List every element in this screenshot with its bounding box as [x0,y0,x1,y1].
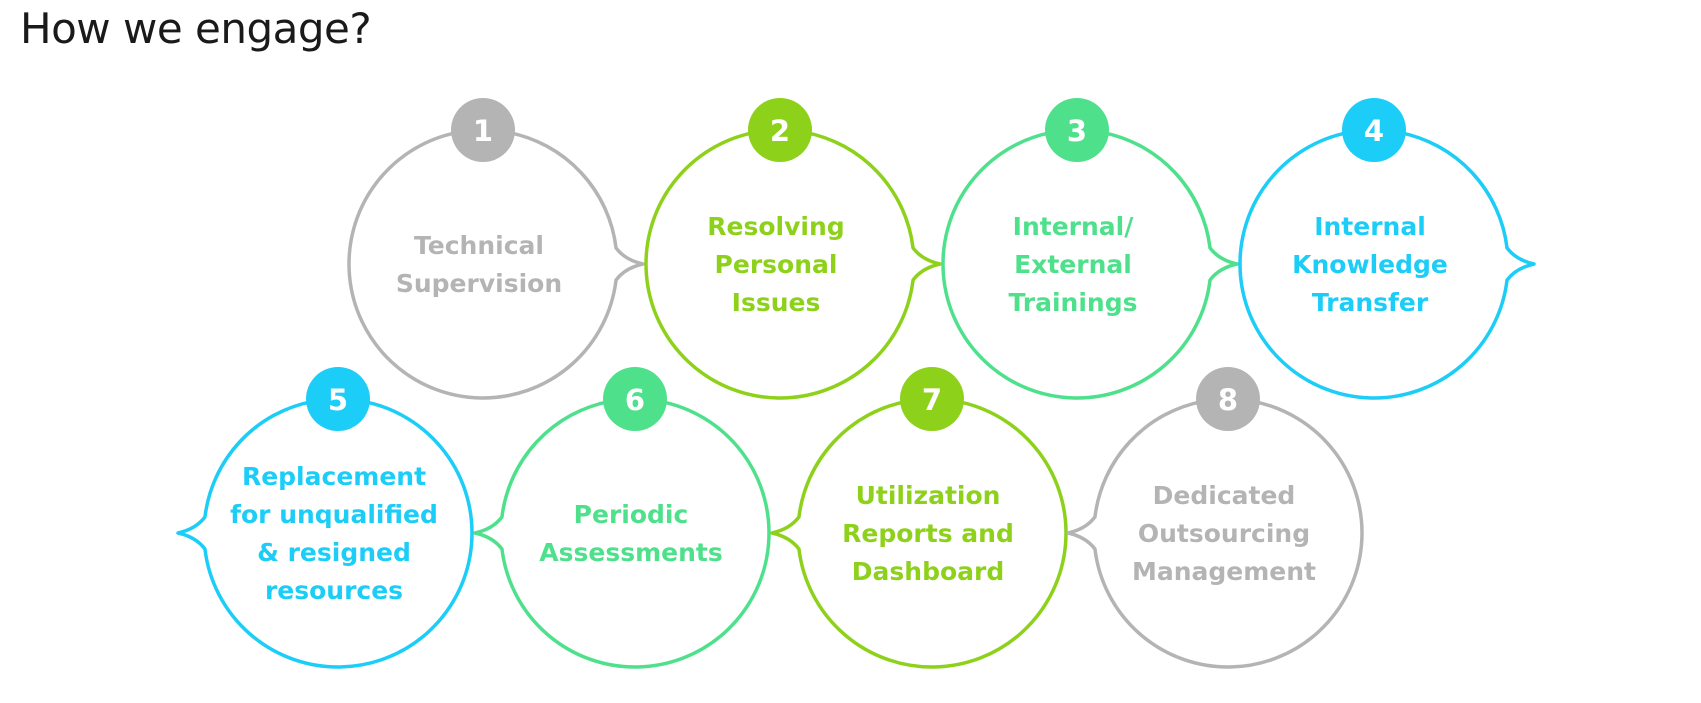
step-label-line: Trainings [1008,288,1137,317]
step-outline [1238,130,1536,400]
step-number-badge [603,367,667,431]
step-outline [770,399,1068,669]
step-number-badge [1342,98,1406,162]
step-outline [176,399,474,669]
step-label-line: Dashboard [852,557,1004,586]
step-number: 6 [625,383,645,417]
step-label-line: Issues [732,288,821,317]
step-label-line: Personal [715,250,838,279]
step-label-line: for unqualified [230,500,438,529]
step-label-line: Replacement [242,462,426,491]
step-number-badge [900,367,964,431]
step-label-line: Resolving [707,212,844,241]
step-outline [941,130,1239,400]
step-label-line: & resigned [257,538,411,567]
step-number-badge [306,367,370,431]
step-number-badge [1196,367,1260,431]
step-label-line: Internal/ [1013,212,1135,241]
step-outline [347,130,645,400]
step-label-line: External [1014,250,1132,279]
step-number: 2 [770,114,790,148]
step-number-badge [748,98,812,162]
step-label-line: Internal [1314,212,1426,241]
step-number: 7 [922,383,942,417]
step-label-line: Knowledge [1292,250,1448,279]
step-label-line: Assessments [539,538,722,567]
step-label-line: Periodic [574,500,689,529]
step-label-line: Reports and [842,519,1014,548]
step-number-badge [1045,98,1109,162]
step-label-line: Supervision [396,269,562,298]
step-label-line: Utilization [856,481,1001,510]
step-label-line: Outsourcing [1138,519,1310,548]
step-number: 4 [1364,114,1384,148]
step-number-badge [451,98,515,162]
step-label-line: Transfer [1312,288,1429,317]
step-label-line: Management [1132,557,1316,586]
step-number: 8 [1218,383,1238,417]
step-label-line: Dedicated [1153,481,1296,510]
step-number: 3 [1067,114,1087,148]
step-outline [473,399,771,669]
step-number: 5 [328,383,348,417]
step-label-line: resources [265,576,403,605]
page-title: How we engage? [20,4,372,53]
step-outline [1066,399,1364,669]
step-label-line: Technical [414,231,544,260]
step-outline [644,130,942,400]
step-number: 1 [473,114,493,148]
